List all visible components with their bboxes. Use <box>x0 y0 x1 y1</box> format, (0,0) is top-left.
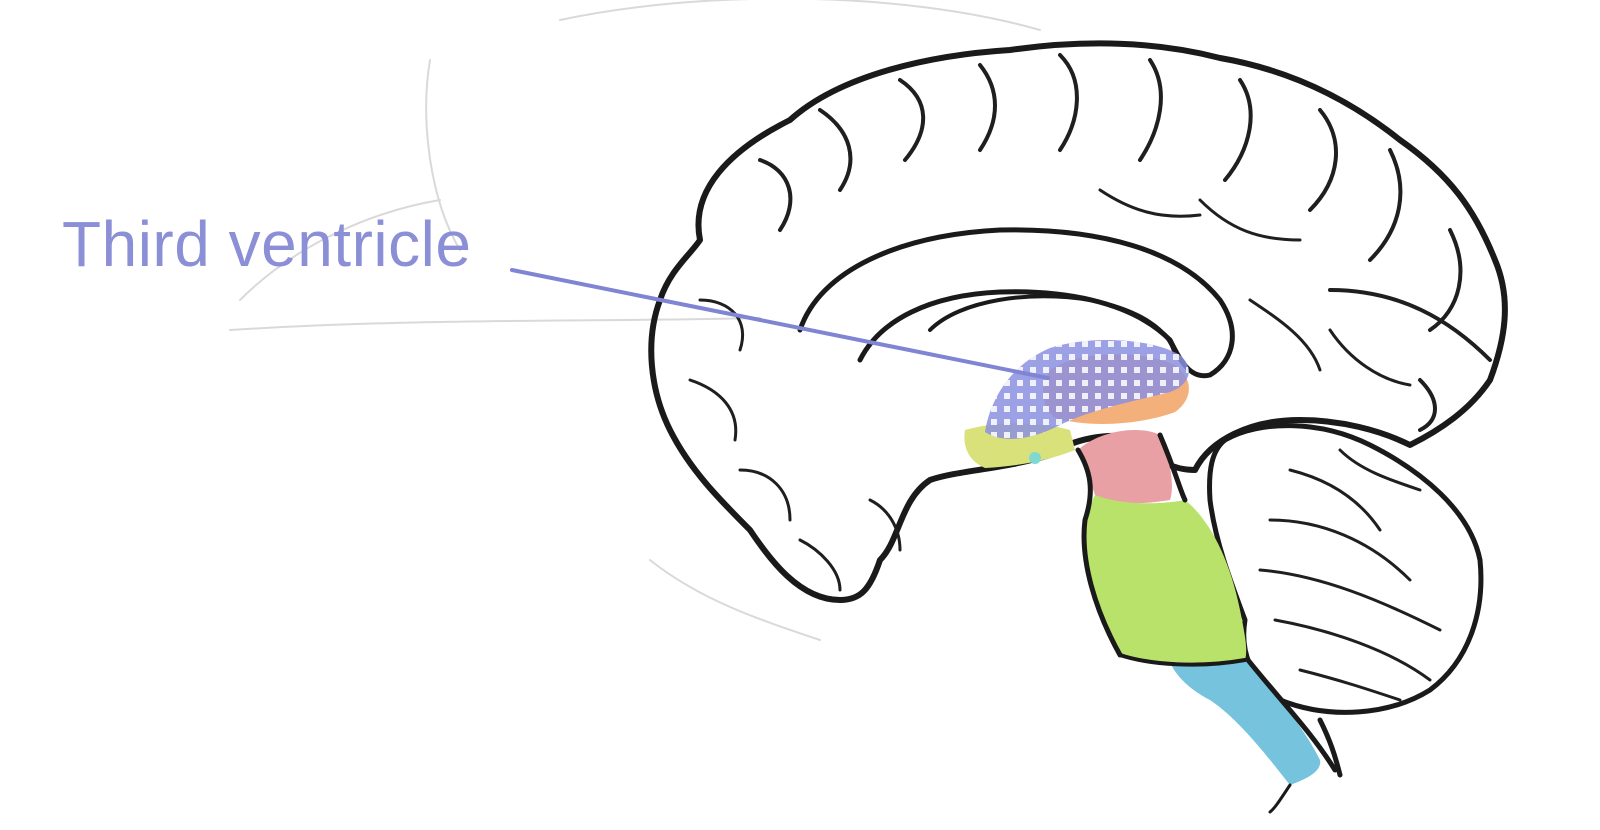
brainstem-outline <box>1075 432 1343 814</box>
cortex-folds <box>688 53 1492 592</box>
leader-line <box>510 268 1050 380</box>
pons <box>1085 495 1247 663</box>
cerebellum <box>1207 423 1484 715</box>
cerebrum <box>648 40 1508 603</box>
medulla-oblongata <box>1170 660 1321 785</box>
background-sketch <box>229 0 1041 641</box>
optic-chiasm <box>1029 452 1041 464</box>
midbrain <box>1078 430 1172 504</box>
corpus-callosum <box>797 227 1235 379</box>
third-ventricle <box>985 339 1189 439</box>
third-ventricle-label: Third ventricle <box>62 208 472 280</box>
